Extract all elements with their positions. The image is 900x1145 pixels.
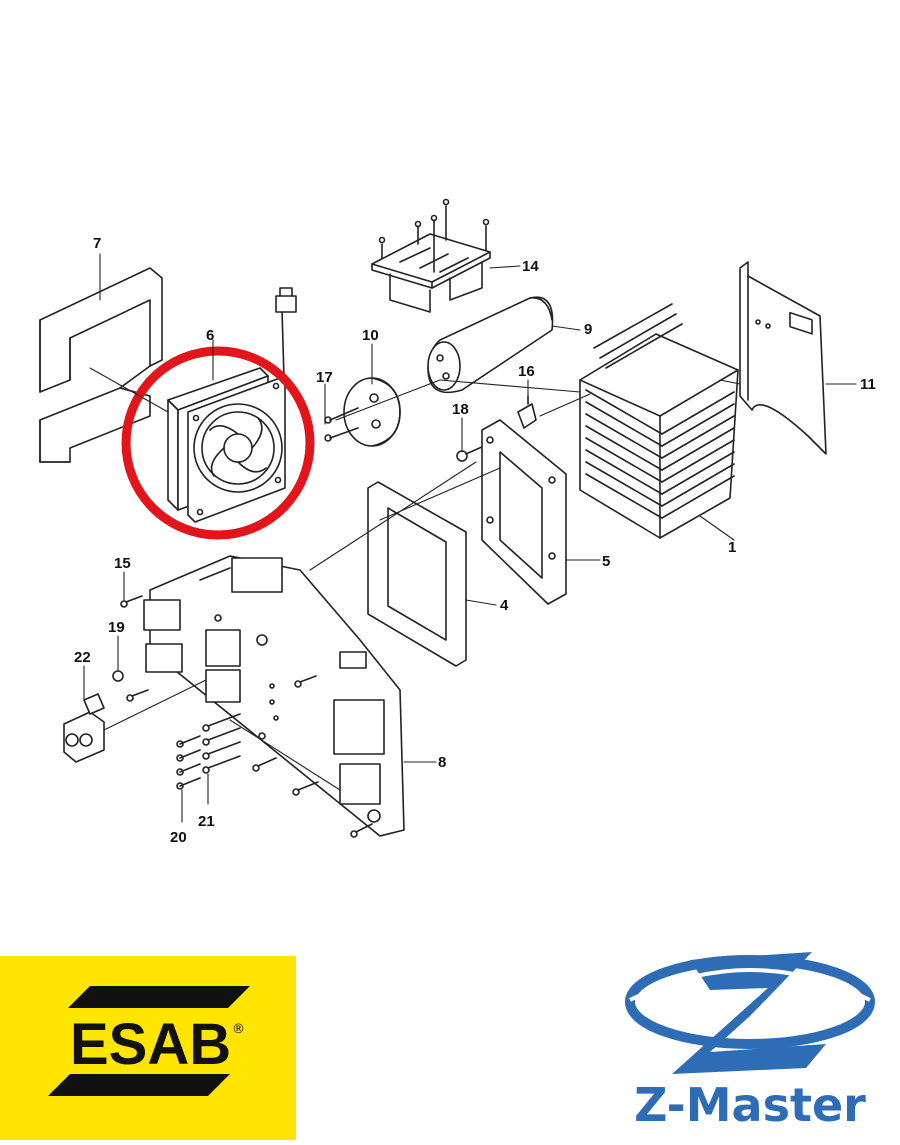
esab-logo: ESAB ® [0, 956, 296, 1140]
part-18-screw [456, 445, 485, 462]
part-10-disc [343, 377, 401, 447]
callout-20: 20 [170, 829, 187, 846]
callout-11: 11 [860, 376, 876, 393]
callout-14: 14 [522, 258, 539, 275]
callout-18: 18 [452, 401, 469, 418]
part-6-frame [481, 419, 567, 605]
callout-9: 9 [584, 321, 592, 338]
callout-labels: 7 6 17 10 14 9 11 16 18 1 5 4 8 15 19 22… [74, 235, 876, 846]
callout-22: 22 [74, 649, 91, 666]
part-19-screws [324, 407, 359, 442]
callout-21: 21 [198, 813, 215, 830]
part-7-fan [167, 287, 297, 523]
callout-16: 16 [518, 363, 535, 380]
callout-10: 10 [362, 327, 379, 344]
leader-lines [83, 253, 857, 823]
fan-highlight-circle [121, 346, 315, 540]
callout-19: 17 [316, 369, 333, 386]
zmaster-wordmark: Z-Master [634, 1078, 866, 1132]
zmaster-logo: Z-Master [600, 940, 900, 1140]
esab-registered-mark: ® [232, 1022, 245, 1037]
part-22-holder [63, 693, 105, 763]
part-4-main-board [143, 555, 405, 837]
callout-1: 1 [728, 539, 736, 556]
esab-wordmark: ESAB [70, 1012, 231, 1077]
part-5-gasket [367, 481, 467, 667]
callout-17: 19 [108, 619, 125, 636]
callout-15: 15 [114, 555, 131, 572]
esab-logo-graphic: ESAB [0, 956, 296, 1140]
callout-7: 6 [206, 327, 214, 344]
part-11-panel [739, 261, 827, 455]
loose-screws [112, 595, 373, 838]
part-1-heatsink [579, 303, 739, 539]
callout-5: 4 [500, 597, 509, 614]
part-16-standoff [517, 395, 537, 429]
callout-4: 8 [438, 754, 446, 771]
part-8-bracket [39, 267, 163, 463]
zmaster-logo-graphic [625, 952, 875, 1074]
exploded-parts-diagram: 7 6 17 10 14 9 11 16 18 1 5 4 8 15 19 22… [39, 198, 876, 846]
part-9-capacitor [427, 296, 554, 394]
callout-6: 5 [602, 553, 610, 570]
callout-8: 7 [93, 235, 101, 252]
part-14-pcb [371, 198, 491, 313]
